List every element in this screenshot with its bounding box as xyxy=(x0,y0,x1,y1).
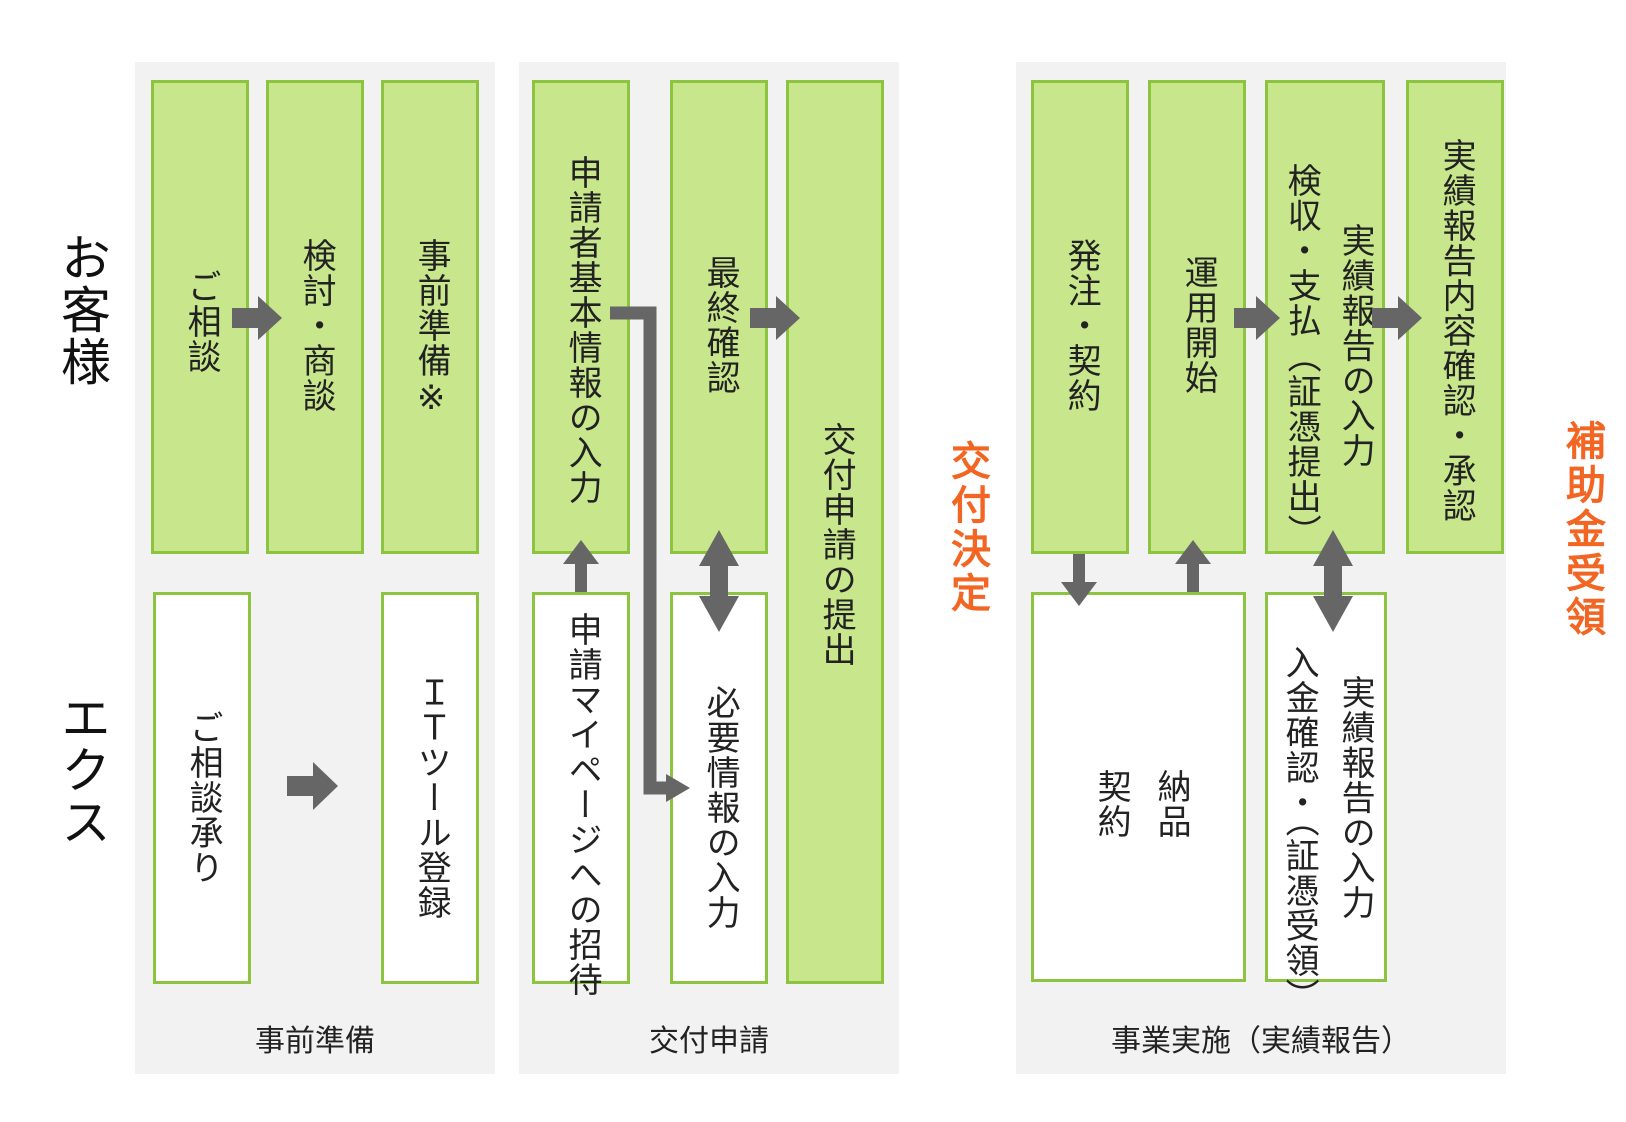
row-label-customer: お客様 xyxy=(53,232,111,388)
step-contract-label: 契約 xyxy=(1091,769,1132,839)
arrow-consult-accept-to-it-tool xyxy=(287,762,338,810)
step-required-input-label: 必要情報の入力 xyxy=(700,685,741,930)
phase-label-application: 交付申請 xyxy=(649,1024,769,1059)
phase-label-preparation: 事前準備 xyxy=(255,1024,375,1059)
step-submit-application-label: 交付申請の提出 xyxy=(816,422,857,667)
step-it-tool-registration: ＩＴツール登録 xyxy=(381,592,479,984)
step-mypage-invite: 申請マイページへの招待 xyxy=(532,592,630,997)
step-inspect-evidence-label: （証憑提出） xyxy=(1281,339,1322,549)
step-required-input: 必要情報の入力 xyxy=(670,592,768,984)
arrow-invite-to-applicant-input xyxy=(563,540,599,592)
phase-label-implementation: 事業実施（実績報告） xyxy=(1111,1024,1411,1059)
step-report-receipt: 実績報告の入力 入金確認・（証憑受領） xyxy=(1265,592,1387,1013)
step-order-contract-label: 発注・契約 xyxy=(1061,238,1102,413)
arrow-applicant-input-to-required-input xyxy=(610,306,670,795)
arrow-delivery-to-start xyxy=(1175,540,1211,592)
step-consult-accept: ご相談承り xyxy=(153,592,251,984)
step-report-receipt-col2-label: 入金確認・（証憑受領） xyxy=(1279,645,1320,1013)
arrow-report-input-to-receipt xyxy=(1313,530,1353,632)
step-report-input-label: 実績報告の入力 xyxy=(1335,223,1376,468)
step-inspect-pay-report: 検収・支払 （証憑提出） 実績報告の入力 xyxy=(1265,80,1385,554)
step-start-operation-label: 運用開始 xyxy=(1178,255,1219,395)
step-review: 検討・商談 xyxy=(266,80,364,554)
arrow-final-check-to-submit xyxy=(750,296,800,340)
step-final-check-label: 最終確認 xyxy=(700,255,741,395)
arrow-report-to-approve xyxy=(1372,296,1422,340)
step-inspect-pay-label: 検収・支払 xyxy=(1281,163,1322,338)
step-start-operation: 運用開始 xyxy=(1148,80,1246,554)
step-applicant-input-label: 申請者基本情報の入力 xyxy=(562,155,603,505)
step-report-approve-label: 実績報告内容確認・承認 xyxy=(1436,138,1477,523)
step-prep-label: 事前準備※ xyxy=(411,238,452,419)
step-consult-accept-label: ご相談承り xyxy=(183,710,224,885)
milestone-subsidy-receipt: 補助金受領 xyxy=(1559,420,1605,640)
arrow-order-to-delivery xyxy=(1061,554,1097,606)
row-label-company: エクス xyxy=(53,692,111,848)
step-it-tool-registration-label: ＩＴツール登録 xyxy=(411,675,452,920)
step-delivery-label: 納品 xyxy=(1151,769,1192,839)
step-submit-application: 交付申請の提出 xyxy=(786,80,884,984)
step-consult-label: ご相談 xyxy=(181,269,222,374)
step-order-contract: 発注・契約 xyxy=(1031,80,1129,554)
arrow-consult-to-review xyxy=(232,296,282,340)
milestone-grant-decision: 交付決定 xyxy=(944,440,990,616)
step-prep: 事前準備※ xyxy=(381,80,479,554)
step-delivery-contract: 納品 契約 xyxy=(1031,592,1246,982)
arrow-start-to-inspect xyxy=(1234,296,1280,340)
arrow-applicant-input-to-required-input-head xyxy=(666,774,690,802)
step-report-receipt-col1-label: 実績報告の入力 xyxy=(1335,675,1376,920)
step-review-label: 検討・商談 xyxy=(296,238,337,413)
step-mypage-invite-label: 申請マイページへの招待 xyxy=(562,612,603,997)
arrow-final-check-required-input xyxy=(699,530,739,632)
step-report-approve: 実績報告内容確認・承認 xyxy=(1406,80,1504,554)
